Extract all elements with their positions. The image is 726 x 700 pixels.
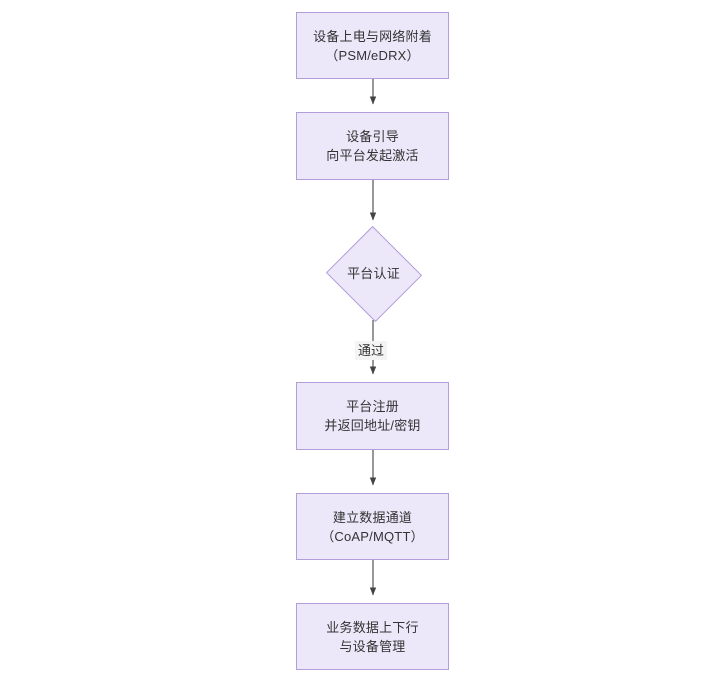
flow-node-label-line: 设备引导 bbox=[346, 129, 399, 144]
flow-node-label-line: 并返回地址/密钥 bbox=[324, 418, 421, 433]
flow-node-label-line: 平台注册 bbox=[346, 399, 399, 414]
flow-node-label-line: 设备上电与网络附着 bbox=[313, 28, 432, 44]
flow-node-label-line: 建立数据通道 bbox=[332, 509, 413, 525]
flow-node-label-line: （CoAP/MQTT） bbox=[321, 528, 424, 544]
flow-node-label-line: 业务数据上下行 bbox=[326, 619, 419, 635]
flow-node-establish-data-channel[interactable]: 建立数据通道 （CoAP/MQTT） bbox=[296, 493, 449, 560]
edge-label-pass: 通过 bbox=[355, 341, 388, 360]
flow-node-label-line: 平台认证 bbox=[347, 266, 400, 281]
flow-node-device-bootstrap[interactable]: 设备引导 向平台发起激活 bbox=[296, 112, 449, 180]
flow-node-business-data-and-device-mgmt[interactable]: 业务数据上下行 与设备管理 bbox=[296, 603, 449, 670]
flow-node-device-power-on[interactable]: 设备上电与网络附着 （PSM/eDRX） bbox=[296, 12, 449, 79]
flow-node-label-line: （PSM/eDRX） bbox=[325, 47, 420, 63]
flow-node-platform-register[interactable]: 平台注册 并返回地址/密钥 bbox=[296, 382, 449, 450]
flow-node-label-line: 向平台发起激活 bbox=[326, 148, 419, 163]
flow-node-label-line: 与设备管理 bbox=[339, 638, 406, 654]
flow-node-platform-auth-decision[interactable]: 平台认证 bbox=[324, 225, 423, 322]
